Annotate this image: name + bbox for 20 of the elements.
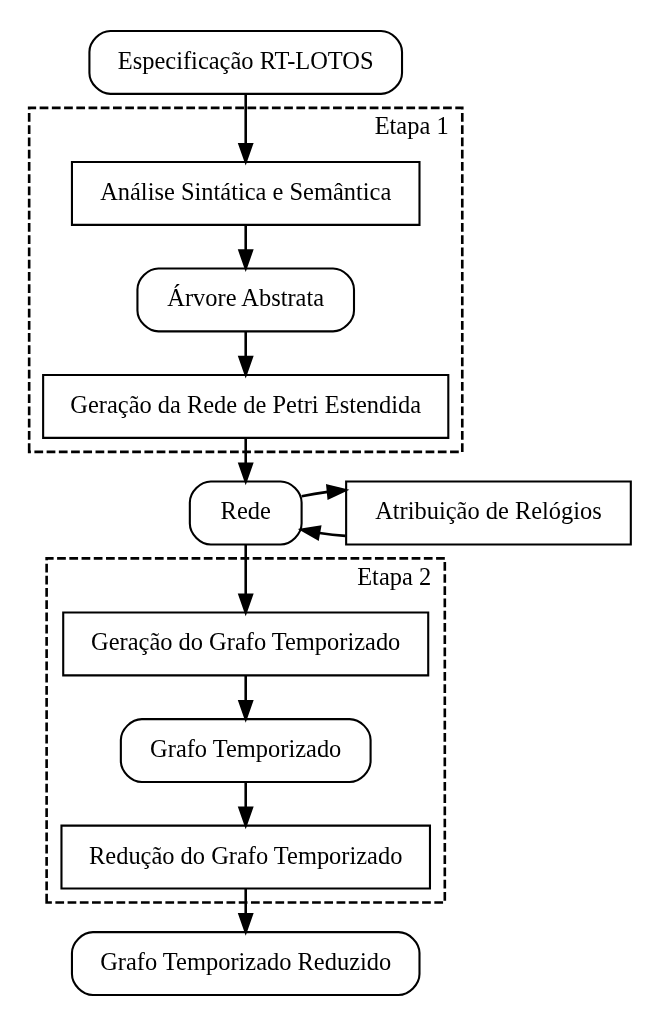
node-box: Especificação RT-LOTOS [88, 29, 404, 95]
arrow [237, 224, 254, 272]
node-box: Grafo Temporizado [119, 717, 372, 783]
arrow [301, 483, 350, 500]
arrow [237, 93, 254, 166]
node-box: Análise Sintática e Semântica [70, 160, 421, 226]
arrow [297, 524, 346, 541]
arrow [237, 544, 254, 616]
node-box: Geração do Grafo Temporizado [62, 611, 430, 676]
node-box: Geração da Rede de Petri Estendida [42, 373, 450, 439]
node-box: Redução do Grafo Temporizado [60, 824, 432, 890]
node-box: Árvore Abstrata [136, 266, 356, 332]
arrow [237, 437, 254, 485]
arrow [237, 888, 254, 936]
arrow [237, 331, 254, 379]
node-box: Rede [188, 480, 303, 545]
node-box: Atribuição de Relógios [345, 480, 632, 545]
arrow [237, 781, 254, 829]
node-box: Grafo Temporizado Reduzido [70, 930, 421, 996]
arrow [237, 675, 254, 723]
